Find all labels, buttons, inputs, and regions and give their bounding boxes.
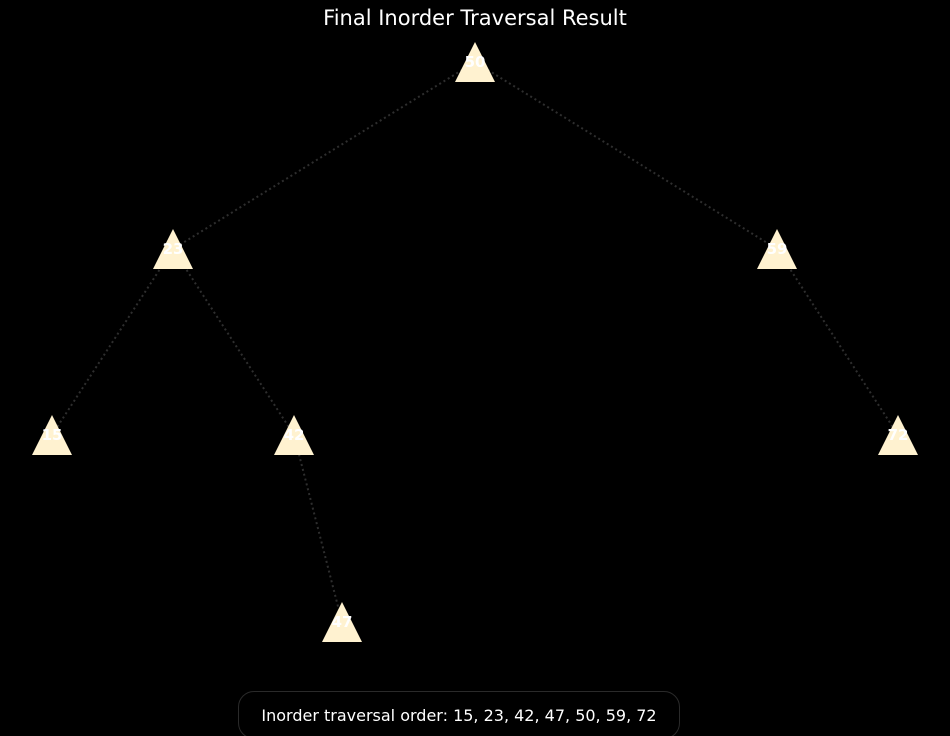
nodes-layer: 50 23 59 15 42 72 47 (32, 42, 918, 642)
tree-edge (776, 248, 899, 436)
tree-edge (474, 61, 778, 250)
tree-node: 59 (757, 229, 797, 269)
diagram-title: Final Inorder Traversal Result (323, 6, 627, 30)
tree-edge (51, 248, 174, 436)
tree-node: 42 (274, 415, 314, 455)
node-label: 59 (767, 240, 788, 258)
traversal-caption: Inorder traversal order: 15, 23, 42, 47,… (238, 691, 680, 736)
tree-node: 15 (32, 415, 72, 455)
node-label: 50 (465, 53, 486, 71)
tree-node: 72 (878, 415, 918, 455)
tree-edge (293, 434, 343, 623)
tree-node: 50 (455, 42, 495, 82)
tree-edge (172, 61, 476, 250)
node-triangle-shape (455, 42, 495, 82)
node-label: 23 (163, 240, 184, 258)
tree-node: 47 (322, 602, 362, 642)
node-triangle-shape (757, 229, 797, 269)
node-label: 42 (284, 426, 305, 444)
node-triangle-shape (274, 415, 314, 455)
tree-edge (172, 248, 295, 436)
node-triangle-shape (153, 229, 193, 269)
node-label: 72 (888, 426, 909, 444)
node-label: 47 (332, 613, 353, 631)
tree-node: 23 (153, 229, 193, 269)
node-label: 15 (42, 426, 63, 444)
node-triangle-shape (878, 415, 918, 455)
node-triangle-shape (32, 415, 72, 455)
edges-layer (51, 61, 899, 623)
node-triangle-shape (322, 602, 362, 642)
